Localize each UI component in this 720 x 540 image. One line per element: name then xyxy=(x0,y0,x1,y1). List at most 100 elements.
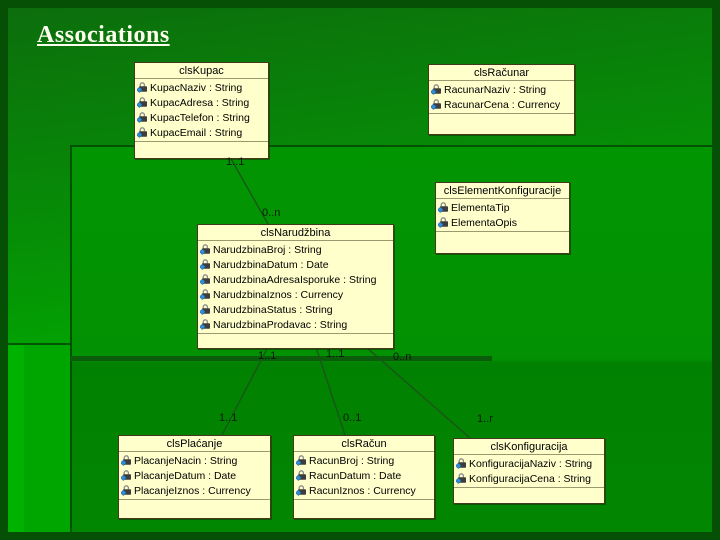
class-attribute-row: KonfiguracijaCena : String xyxy=(456,471,603,486)
attribute-lock-icon xyxy=(200,289,211,300)
attribute-text: PlacanjeNacin : String xyxy=(134,454,238,467)
multiplicity-konfiguracija-end: 1..r xyxy=(477,413,493,425)
class-name: clsRačun xyxy=(294,436,434,452)
attribute-lock-icon xyxy=(137,82,148,93)
class-attribute-row: KonfiguracijaNaziv : String xyxy=(456,456,603,471)
attribute-text: ElementaTip xyxy=(451,201,510,214)
background-strip xyxy=(70,356,492,361)
class-attributes: PlacanjeNacin : String PlacanjeDatum : D… xyxy=(119,452,270,498)
attribute-lock-icon xyxy=(456,473,467,484)
class-attribute-row: PlacanjeDatum : Date xyxy=(121,468,269,483)
class-box-placanje[interactable]: clsPlaćanje PlacanjeNacin : String Placa… xyxy=(118,435,271,519)
attribute-lock-icon xyxy=(137,112,148,123)
attribute-lock-icon xyxy=(456,458,467,469)
class-attribute-row: KupacAdresa : String xyxy=(137,95,267,110)
class-methods-compartment xyxy=(429,113,574,134)
attribute-lock-icon xyxy=(200,274,211,285)
attribute-text: KupacTelefon : String xyxy=(150,111,250,124)
class-methods-compartment xyxy=(198,333,393,348)
attribute-lock-icon xyxy=(438,202,449,213)
attribute-text: NarudzbinaProdavac : String xyxy=(213,318,348,331)
multiplicity-racun-end: 0..1 xyxy=(343,412,362,424)
attribute-lock-icon xyxy=(296,485,307,496)
attribute-text: NarudzbinaAdresaIsporuke : String xyxy=(213,273,377,286)
class-box-narudzbina[interactable]: clsNarudžbina NarudzbinaBroj : String Na… xyxy=(197,224,394,349)
class-attribute-row: PlacanjeIznos : Currency xyxy=(121,483,269,498)
attribute-lock-icon xyxy=(296,455,307,466)
slide-background: Associations clsKupac KupacNaziv : Strin… xyxy=(8,8,712,532)
class-box-kupac[interactable]: clsKupac KupacNaziv : String KupacAdresa… xyxy=(134,62,269,159)
class-attributes: RacunBroj : String RacunDatum : Date Rac… xyxy=(294,452,434,498)
class-attribute-row: KupacEmail : String xyxy=(137,125,267,140)
class-methods-compartment xyxy=(436,231,569,253)
attribute-text: NarudzbinaBroj : String xyxy=(213,243,322,256)
attribute-text: KupacNaziv : String xyxy=(150,81,243,94)
attribute-text: KupacEmail : String xyxy=(150,126,243,139)
attribute-text: PlacanjeDatum : Date xyxy=(134,469,237,482)
background-left-band-inner xyxy=(24,345,70,532)
attribute-lock-icon xyxy=(137,97,148,108)
class-attribute-row: KupacTelefon : String xyxy=(137,110,267,125)
attribute-lock-icon xyxy=(431,99,442,110)
attribute-lock-icon xyxy=(431,84,442,95)
attribute-text: RacunBroj : String xyxy=(309,454,395,467)
attribute-text: KonfiguracijaCena : String xyxy=(469,472,591,485)
class-box-element-konfiguracije[interactable]: clsElementKonfiguracije ElementaTip Elem… xyxy=(435,182,570,254)
attribute-lock-icon xyxy=(121,455,132,466)
attribute-text: NarudzbinaStatus : String xyxy=(213,303,333,316)
attribute-text: RacunarCena : Currency xyxy=(444,98,561,111)
attribute-lock-icon xyxy=(137,127,148,138)
class-methods-compartment xyxy=(119,499,270,518)
multiplicity-narudzbina-end-4: 0..n xyxy=(393,351,412,363)
class-name: clsRačunar xyxy=(429,65,574,81)
class-attribute-row: RacunDatum : Date xyxy=(296,468,433,483)
class-methods-compartment xyxy=(135,141,268,158)
attribute-text: RacunarNaziv : String xyxy=(444,83,547,96)
attribute-text: RacunIznos : Currency xyxy=(309,484,416,497)
attribute-lock-icon xyxy=(121,470,132,481)
class-box-racun[interactable]: clsRačun RacunBroj : String RacunDatum :… xyxy=(293,435,435,519)
class-box-konfiguracija[interactable]: clsKonfiguracija KonfiguracijaNaziv : St… xyxy=(453,438,605,504)
attribute-lock-icon xyxy=(200,244,211,255)
attribute-text: KupacAdresa : String xyxy=(150,96,250,109)
attribute-lock-icon xyxy=(438,217,449,228)
class-attributes: RacunarNaziv : String RacunarCena : Curr… xyxy=(429,81,574,112)
multiplicity-narudzbina-end-1: 0..n xyxy=(262,207,281,219)
multiplicity-narudzbina-end-3: 1..1 xyxy=(326,348,345,360)
attribute-lock-icon xyxy=(121,485,132,496)
attribute-text: RacunDatum : Date xyxy=(309,469,402,482)
class-name: clsKonfiguracija xyxy=(454,439,604,455)
class-attribute-row: NarudzbinaProdavac : String xyxy=(200,317,392,332)
class-attribute-row: KupacNaziv : String xyxy=(137,80,267,95)
class-methods-compartment xyxy=(454,487,604,503)
class-attribute-row: RacunIznos : Currency xyxy=(296,483,433,498)
class-attribute-row: NarudzbinaIznos : Currency xyxy=(200,287,392,302)
class-attributes: NarudzbinaBroj : String NarudzbinaDatum … xyxy=(198,241,393,332)
multiplicity-placanje-end: 1..1 xyxy=(219,412,238,424)
class-box-racunar[interactable]: clsRačunar RacunarNaziv : String Racunar… xyxy=(428,64,575,135)
background-left-band xyxy=(8,343,70,532)
class-attribute-row: PlacanjeNacin : String xyxy=(121,453,269,468)
class-name: clsElementKonfiguracije xyxy=(436,183,569,199)
class-attribute-row: NarudzbinaStatus : String xyxy=(200,302,392,317)
class-attribute-row: RacunarCena : Currency xyxy=(431,97,573,112)
attribute-lock-icon xyxy=(200,319,211,330)
class-methods-compartment xyxy=(294,499,434,518)
multiplicity-narudzbina-end-2: 1..1 xyxy=(258,350,277,362)
attribute-text: NarudzbinaDatum : Date xyxy=(213,258,329,271)
class-attribute-row: NarudzbinaAdresaIsporuke : String xyxy=(200,272,392,287)
class-attributes: ElementaTip ElementaOpis xyxy=(436,199,569,230)
class-attribute-row: NarudzbinaBroj : String xyxy=(200,242,392,257)
attribute-lock-icon xyxy=(296,470,307,481)
slide-title: Associations xyxy=(37,22,170,48)
multiplicity-kupac-end: 1..1 xyxy=(226,156,245,168)
attribute-lock-icon xyxy=(200,259,211,270)
class-attribute-row: NarudzbinaDatum : Date xyxy=(200,257,392,272)
attribute-text: ElementaOpis xyxy=(451,216,517,229)
attribute-lock-icon xyxy=(200,304,211,315)
class-attribute-row: RacunarNaziv : String xyxy=(431,82,573,97)
class-attributes: KonfiguracijaNaziv : String Konfiguracij… xyxy=(454,455,604,486)
attribute-text: NarudzbinaIznos : Currency xyxy=(213,288,344,301)
class-name: clsPlaćanje xyxy=(119,436,270,452)
